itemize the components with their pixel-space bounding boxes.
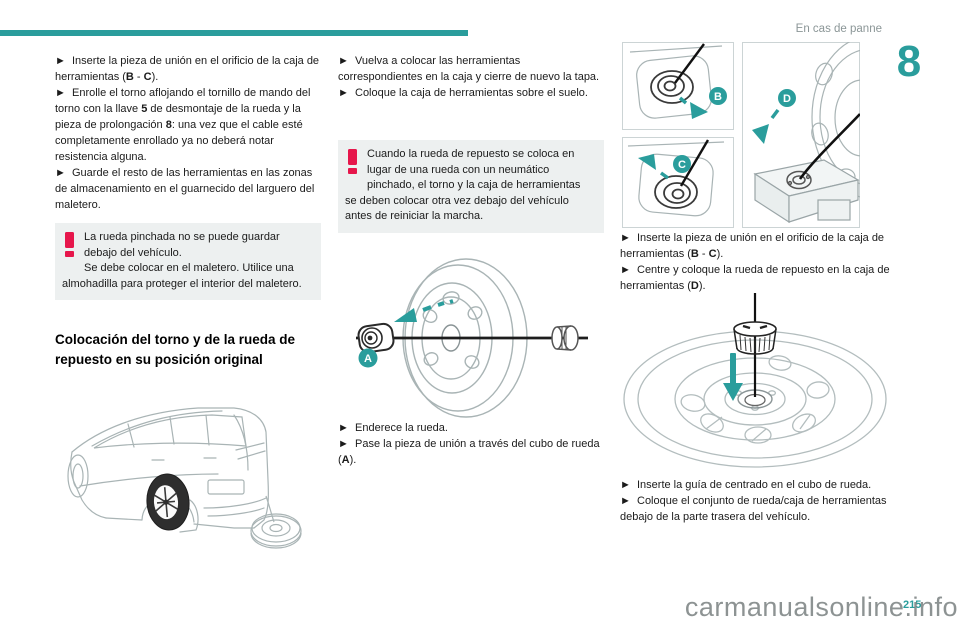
nut-piece	[551, 325, 579, 351]
chapter-accent-bar	[0, 30, 468, 36]
warning-rest: Se debe colocar en el maletero. Utilice …	[62, 262, 302, 290]
bullet-paragraph: ► Inserte la guía de centrado en el cubo…	[620, 479, 872, 491]
centering-guide-illustration	[620, 293, 890, 473]
bullet-paragraph: ► Coloque la caja de herramientas sobre …	[338, 87, 588, 99]
bullet-paragraph: ► Guarde el resto de las herramientas en…	[55, 167, 315, 211]
arrow-b-icon	[678, 96, 708, 119]
arrow-down-icon	[723, 353, 743, 401]
label-a-badge	[358, 348, 378, 368]
bullet-paragraph: ► Enrolle el torno aflojando el tornillo…	[55, 87, 311, 163]
spare-wheel	[250, 495, 302, 549]
direction-arrow-icon	[394, 299, 454, 322]
watermark: carmanualsonline.info	[684, 592, 958, 622]
label-b-badge	[709, 87, 727, 105]
middle-column-text-bottom: ► Enderece la rueda. ► Pase la pieza de …	[338, 420, 604, 468]
page-number: 215	[903, 599, 922, 611]
bullet-paragraph: ► Inserte la pieza de unión en el orific…	[55, 55, 320, 83]
svg-text:A: A	[364, 353, 372, 365]
bullet-paragraph: ► Pase la pieza de unión a través del cu…	[338, 438, 600, 466]
left-column-text: ► Inserte la pieza de unión en el orific…	[55, 53, 321, 213]
svg-text:B: B	[714, 91, 722, 103]
bullet-paragraph: ► Vuelva a colocar las herramientas corr…	[338, 55, 600, 83]
toolbox-steps-illustration: B C	[622, 42, 860, 228]
bullet-paragraph: ► Enderece la rueda.	[338, 422, 448, 434]
warning-lead: La rueda pinchada no se puede guardar de…	[84, 231, 280, 259]
bullet-paragraph: ► Coloque el conjunto de rueda/caja de h…	[620, 495, 887, 523]
warning-box-spare-wheel: Cuando la rueda de repuesto se coloca en…	[338, 140, 604, 233]
centering-guide	[733, 321, 777, 355]
warning-exclamation-icon	[348, 149, 357, 175]
chapter-number: 8	[896, 37, 922, 86]
bullet-paragraph: ► Inserte la pieza de unión en el orific…	[620, 232, 885, 260]
svg-text:D: D	[783, 93, 791, 105]
arrow-d-icon	[752, 108, 780, 144]
car-illustration	[58, 388, 316, 573]
warning-exclamation-icon	[65, 232, 74, 258]
svg-text:C: C	[678, 159, 686, 171]
warning-box-flat-tyre: La rueda pinchada no se puede guardar de…	[55, 223, 321, 300]
arrow-c-icon	[638, 154, 670, 180]
label-d-badge	[778, 89, 796, 107]
rear-wheel	[146, 473, 190, 531]
connector-piece	[357, 322, 395, 354]
section-title: En cas de panne	[795, 23, 882, 35]
heading-reinstall-winch: Colocación del torno y de la rueda de re…	[55, 332, 296, 367]
right-column-text-bottom: ► Inserte la guía de centrado en el cubo…	[620, 477, 890, 525]
wheel-connector-illustration: A	[338, 246, 604, 422]
bullet-paragraph: ► Centre y coloque la rueda de repuesto …	[620, 264, 890, 292]
label-c-badge	[673, 155, 691, 173]
right-column-text-top: ► Inserte la pieza de unión en el orific…	[620, 230, 890, 294]
middle-column-text: ► Vuelva a colocar las herramientas corr…	[338, 53, 604, 101]
warning-lead: Cuando la rueda de repuesto se coloca en…	[345, 148, 581, 222]
